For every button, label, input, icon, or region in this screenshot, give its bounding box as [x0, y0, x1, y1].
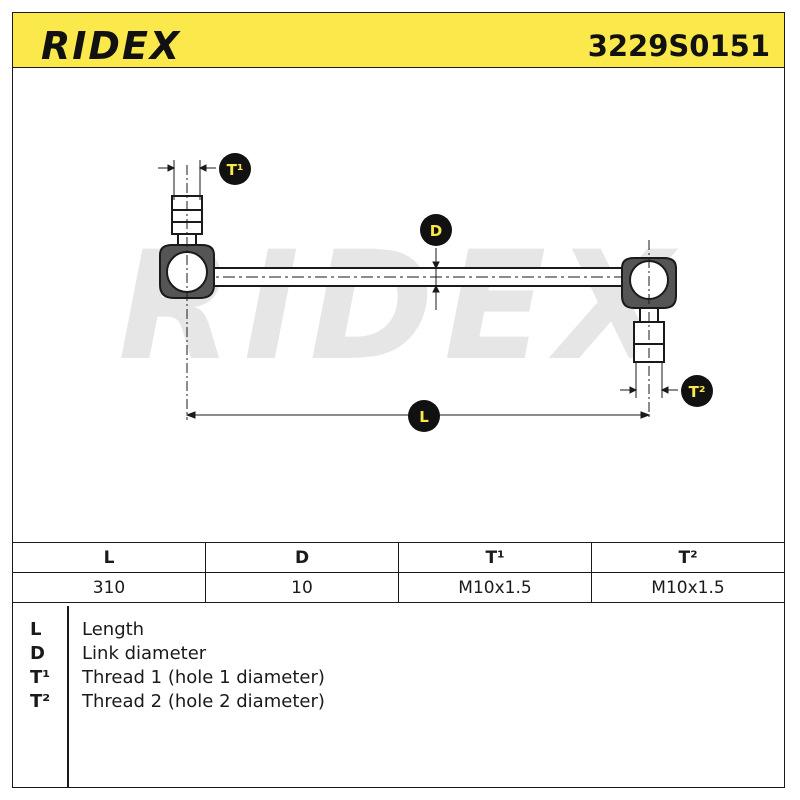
- spec-value-row: 310 10 M10x1.5 M10x1.5: [12, 572, 785, 603]
- legend-description: Thread 2 (hole 2 diameter): [82, 691, 325, 712]
- spec-table: L D T¹ T² 310 10 M10x1.5 M10x1.5: [12, 542, 785, 603]
- legend-description: Thread 1 (hole 1 diameter): [82, 667, 325, 688]
- legend-row: L Length: [12, 618, 785, 642]
- label-d: D: [420, 214, 452, 246]
- t1-dimension: [158, 160, 216, 200]
- spec-value-d: 10: [205, 572, 399, 603]
- label-t2: T²: [681, 375, 713, 407]
- legend-row: T² Thread 2 (hole 2 diameter): [12, 690, 785, 714]
- brand-logo: RIDEX: [41, 24, 182, 68]
- spec-value-t1: M10x1.5: [398, 572, 592, 603]
- spec-header-l: L: [12, 542, 206, 573]
- label-l: L: [408, 400, 440, 432]
- spec-value-t2: M10x1.5: [591, 572, 785, 603]
- spec-header-d: D: [205, 542, 399, 573]
- spec-header-t1: T¹: [398, 542, 592, 573]
- spec-header-t2: T²: [591, 542, 785, 573]
- d-dimension: [432, 248, 440, 310]
- legend-symbol: T²: [30, 691, 51, 712]
- label-d-text: D: [430, 222, 442, 240]
- label-t1-text: T¹: [227, 161, 244, 179]
- legend-symbol: T¹: [30, 667, 51, 688]
- t2-dimension: [620, 362, 678, 398]
- header-bar: RIDEX 3229S0151: [12, 12, 785, 68]
- legend-description: Length: [82, 619, 145, 640]
- legend-symbol: D: [30, 643, 45, 664]
- label-l-text: L: [419, 408, 429, 426]
- legend-symbol: L: [30, 619, 42, 640]
- legend-row: T¹ Thread 1 (hole 1 diameter): [12, 666, 785, 690]
- legend-row: D Link diameter: [12, 642, 785, 666]
- spec-header-row: L D T¹ T²: [12, 542, 785, 573]
- part-number: 3229S0151: [587, 29, 770, 63]
- legend-divider: [67, 606, 69, 788]
- spec-value-l: 310: [12, 572, 206, 603]
- legend: L Length D Link diameter T¹ Thread 1 (ho…: [12, 618, 785, 714]
- label-t1: T¹: [219, 153, 251, 185]
- label-t2-text: T²: [689, 383, 706, 401]
- legend-description: Link diameter: [82, 643, 207, 664]
